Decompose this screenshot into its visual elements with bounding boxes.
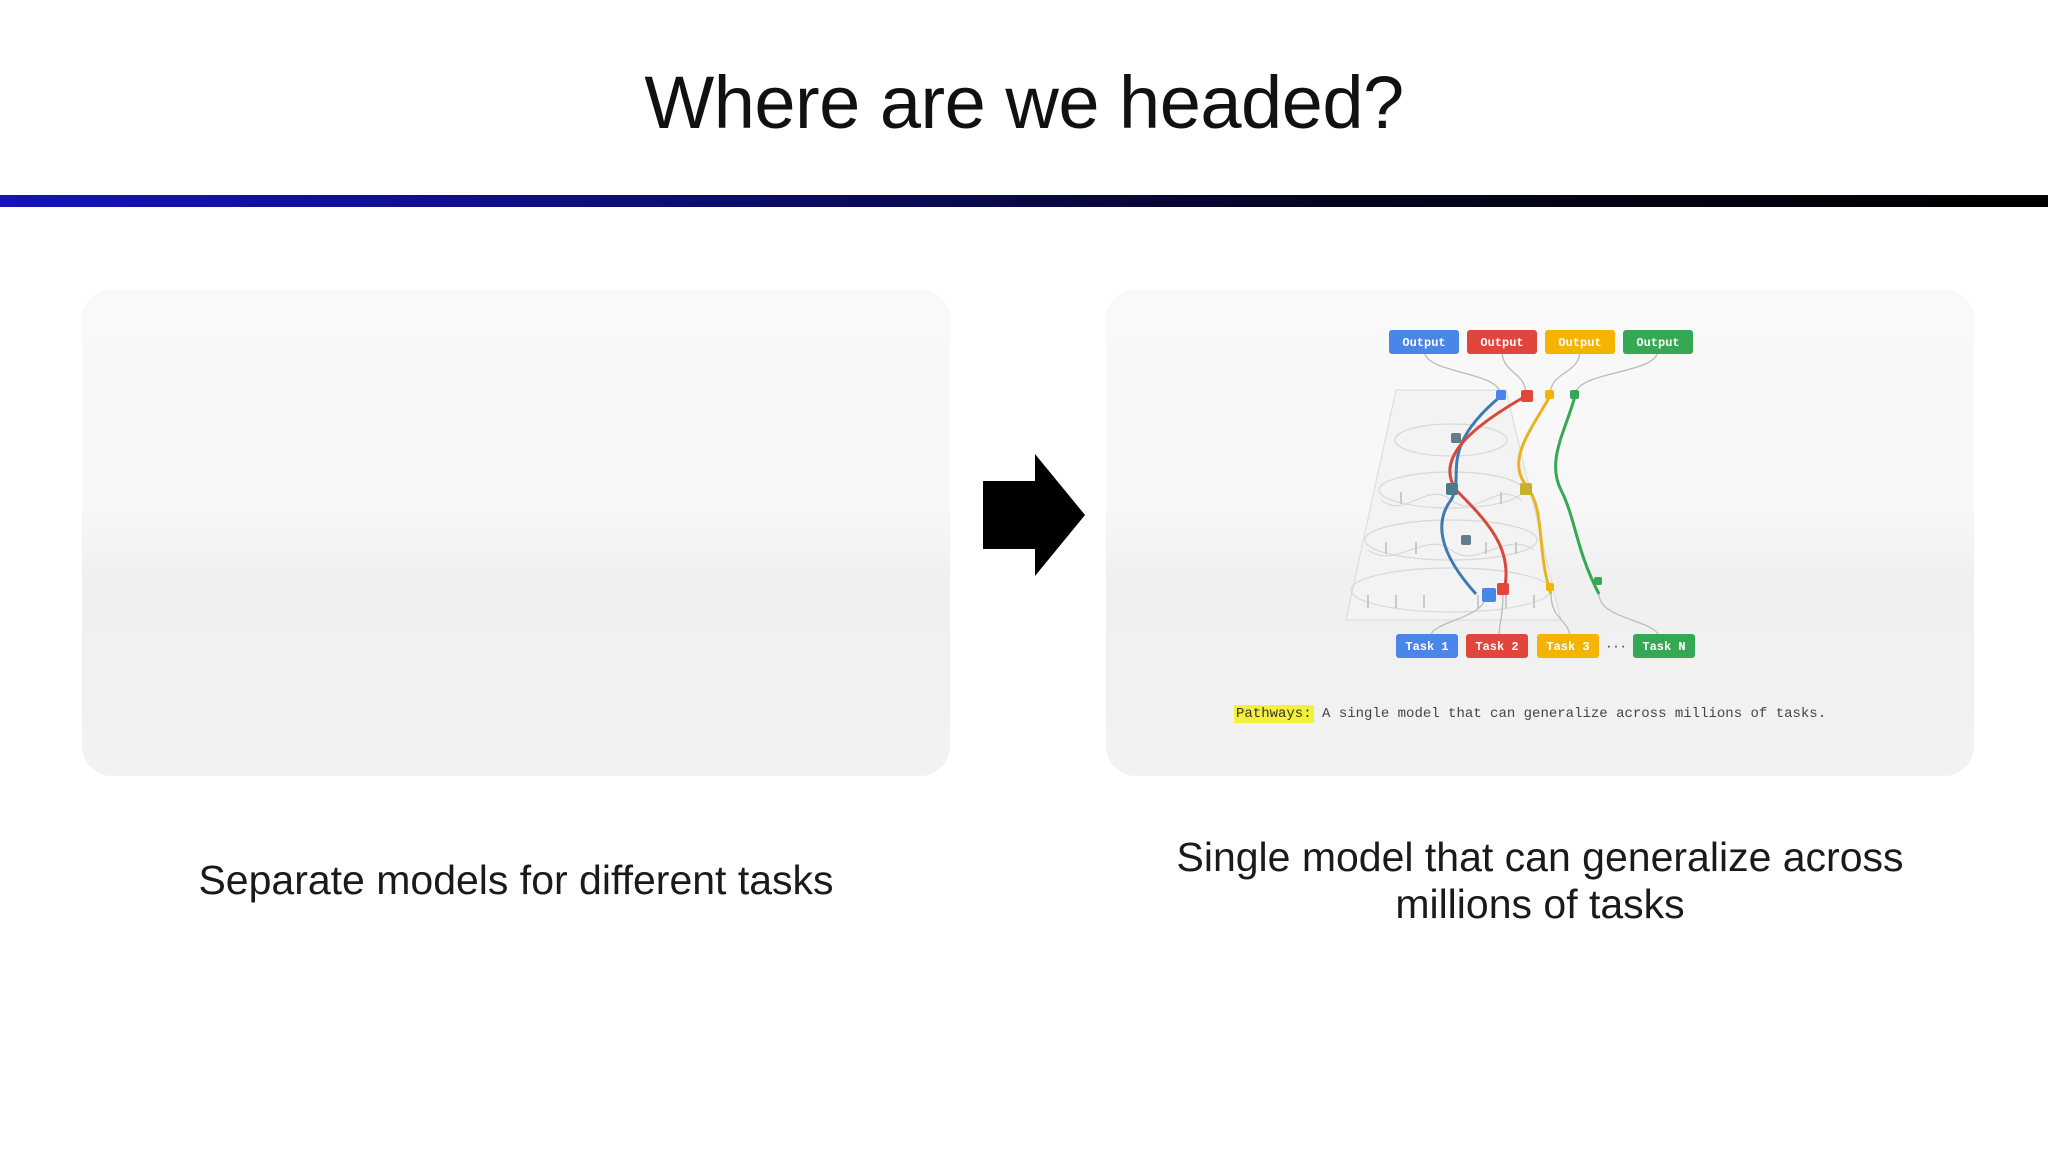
left-caption: Separate models for different tasks <box>198 857 834 903</box>
right-caption-line-2: millions of tasks <box>1395 881 1685 927</box>
pathway-nodes <box>1446 390 1602 602</box>
pathway-green <box>1554 395 1601 595</box>
task-chip-2: Task 2 <box>1466 634 1528 658</box>
title-divider <box>0 195 2048 207</box>
task-chip-n-label: Task N <box>1642 640 1685 654</box>
task-ellipsis: ··· <box>1605 640 1627 654</box>
network-frame <box>1345 389 1562 621</box>
task-chip-2-label: Task 2 <box>1475 640 1518 654</box>
right-caption-line-1: Single model that can generalize across <box>1176 834 1904 880</box>
task-chips: Task 1 Task 2 Task 3 ··· Task N <box>1396 634 1695 658</box>
output-chips: Output Output Output Output <box>1389 330 1693 354</box>
network-ticks <box>1367 492 1535 608</box>
pathways-network-diagram: Output Output Output Output Task 1 <box>1345 330 1695 658</box>
output-chip-1: Output <box>1389 330 1459 354</box>
pathways-label: Pathways: <box>1234 705 1314 723</box>
output-chip-4-label: Output <box>1636 336 1679 350</box>
output-chip-3: Output <box>1545 330 1615 354</box>
task-chip-n: Task N <box>1633 634 1695 658</box>
pathways-text: A single model that can generalize acros… <box>1313 706 1827 722</box>
output-chip-4: Output <box>1623 330 1693 354</box>
output-chip-2-label: Output <box>1480 336 1523 350</box>
separate-models-image-panel <box>82 290 950 776</box>
right-caption: Single model that can generalize across … <box>1106 834 1974 928</box>
task-chip-1-label: Task 1 <box>1405 640 1448 654</box>
task-chip-3-label: Task 3 <box>1546 640 1589 654</box>
pathways-diagram-panel: Output Output Output Output Task 1 <box>1106 290 1974 776</box>
output-chip-3-label: Output <box>1558 336 1601 350</box>
right-arrow-icon <box>983 454 1085 576</box>
output-chip-1-label: Output <box>1402 336 1445 350</box>
task-chip-1: Task 1 <box>1396 634 1458 658</box>
slide-title: Where are we headed? <box>644 61 1404 144</box>
output-chip-2: Output <box>1467 330 1537 354</box>
pathway-blue <box>1440 394 1502 596</box>
pathways-description: Pathways: A single model that can genera… <box>1234 705 1827 723</box>
task-chip-3: Task 3 <box>1537 634 1599 658</box>
